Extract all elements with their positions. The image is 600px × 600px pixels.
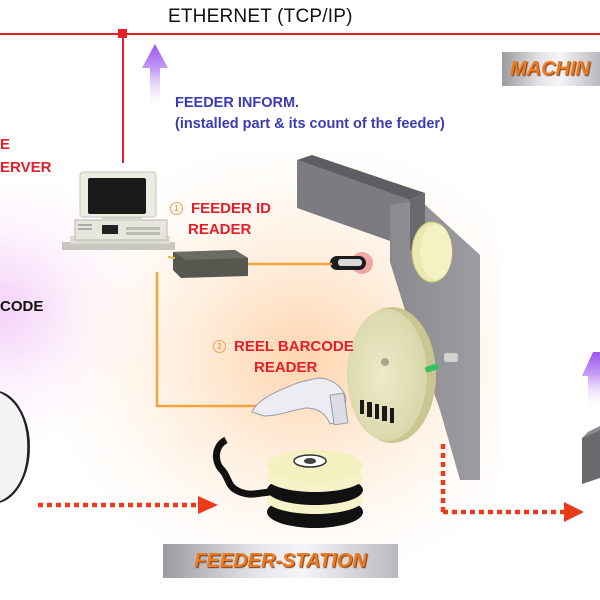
feeder-id-reader-title: FEEDER ID <box>191 200 272 217</box>
connection-lines <box>155 262 332 408</box>
upload-arrow-icon <box>142 44 168 110</box>
ethernet-label: ETHERNET (TCP/IP) <box>168 6 353 27</box>
barcode-scanner-icon <box>251 377 349 426</box>
feeder-id-reader-icon <box>167 250 248 278</box>
feeder-station-caption-text: FEEDER-STATION <box>194 549 367 572</box>
flow-arrow-left-icon <box>38 496 218 514</box>
flow-arrow-right-icon <box>440 444 584 522</box>
server-label-line2: ERVER <box>0 159 52 176</box>
feeder-id-sensor-icon <box>330 252 373 274</box>
feeder-info-label: FEEDER INFORM. (installed part & its cou… <box>175 93 445 135</box>
reel-barcode-plate-icon <box>347 307 459 443</box>
server-label-line1: E <box>0 136 11 153</box>
feeder-icon <box>297 155 480 480</box>
reel-barcode-reader-title: REEL BARCODE <box>234 338 354 355</box>
ethernet-line <box>0 33 600 35</box>
machine-caption-text: MACHIN <box>510 57 590 80</box>
component-reel-icon <box>213 436 363 528</box>
storage-circle-icon <box>0 391 30 503</box>
reel-barcode-reader-subtitle: READER <box>254 359 318 376</box>
machine-section-caption: MACHIN <box>502 52 600 86</box>
ethernet-drop-line <box>122 33 124 163</box>
step-badge-2: 2 <box>213 340 226 353</box>
ethernet-node <box>118 29 127 38</box>
machine-block-icon <box>582 426 600 484</box>
barcode-partial-label: CODE <box>0 298 44 315</box>
reel-barcode-reader-label: 2 REEL BARCODE READER <box>213 336 354 378</box>
step-badge-1: 1 <box>170 202 183 215</box>
feeder-id-reader-subtitle: READER <box>188 221 252 238</box>
computer-icon <box>62 171 175 250</box>
feeder-station-caption: FEEDER-STATION <box>163 544 398 578</box>
server-label: E ERVER <box>0 133 51 179</box>
feeder-id-reader-label: 1 FEEDER ID READER <box>170 198 271 240</box>
feeder-info-detail: (installed part & its count of the feede… <box>175 116 445 132</box>
feeder-info-title: FEEDER INFORM. <box>175 95 300 111</box>
machine-upload-arrow-icon <box>582 352 600 410</box>
